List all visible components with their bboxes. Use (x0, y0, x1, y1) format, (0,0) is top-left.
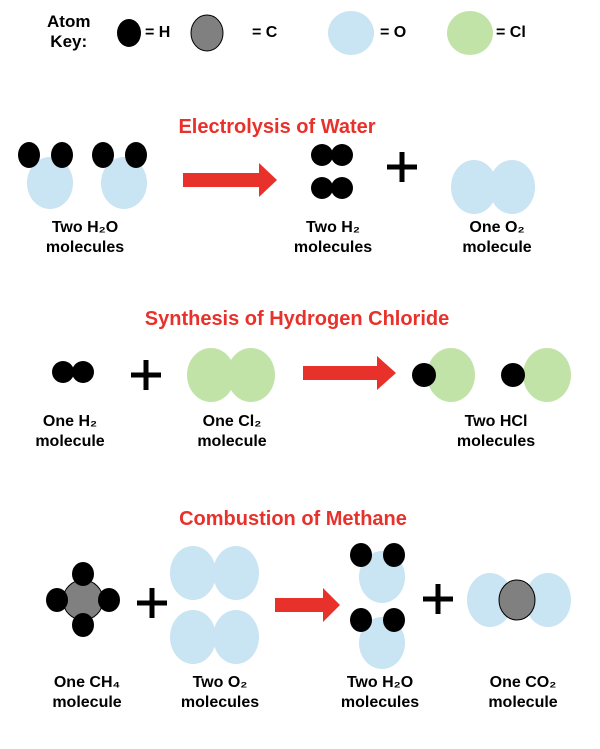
reaction-title: Electrolysis of Water (178, 116, 376, 138)
label-line: One Cl₂ (202, 413, 262, 430)
label-line: molecules (180, 694, 260, 711)
molecule-label: One CH₄ molecule (52, 673, 121, 713)
water-molecule-icon (350, 608, 405, 669)
key-chlorine-atom-icon (447, 11, 493, 55)
reaction-arrow-icon (183, 163, 277, 197)
label-line: molecule (488, 694, 558, 711)
reaction-title: Combustion of Methane (179, 508, 407, 530)
molecule-label: Two O₂ molecules (181, 673, 259, 713)
label-line: Two HCl (464, 413, 528, 430)
label-line: molecule (35, 433, 105, 450)
label-line: molecule (52, 694, 122, 711)
plus-icon (387, 152, 417, 182)
label-line: One CO₂ (489, 674, 557, 691)
atom-key-title: Atom Key: (47, 12, 90, 52)
hydrogen-molecule-icon (311, 144, 353, 166)
water-molecule-icon (92, 142, 147, 209)
key-title-line: Atom (47, 12, 91, 31)
key-label-carbon: = C (252, 24, 278, 41)
oxygen-molecule-icon (451, 160, 535, 214)
molecule-label: Two H₂O molecules (46, 218, 124, 258)
key-label-oxygen: = O (380, 24, 407, 41)
chlorine-molecule-icon (187, 348, 275, 402)
label-line: molecules (340, 694, 420, 711)
molecule-label: Two HCl molecules (457, 412, 535, 452)
key-hydrogen-atom-icon (117, 19, 141, 47)
methane-molecule-icon (46, 562, 120, 637)
carbon-dioxide-molecule-icon (467, 573, 571, 627)
hydrogen-molecule-icon (52, 361, 94, 383)
label-line: Two H₂O (346, 674, 414, 691)
label-line: One CH₄ (53, 674, 121, 691)
molecule-label: One O₂ molecule (462, 218, 531, 258)
molecule-label: Two H₂ molecules (294, 218, 372, 258)
key-carbon-atom-icon (190, 14, 224, 52)
label-line: molecule (462, 239, 532, 256)
plus-icon (137, 588, 167, 618)
reaction-arrow-icon (275, 588, 340, 622)
label-line: One O₂ (469, 219, 525, 236)
oxygen-molecule-icon (170, 610, 259, 664)
water-molecule-icon (18, 142, 73, 209)
hydrogen-chloride-molecule-icon (412, 348, 475, 402)
hydrogen-chloride-molecule-icon (501, 348, 571, 402)
label-line: molecules (456, 433, 536, 450)
label-line: Two H₂O (51, 219, 119, 236)
label-line: Two O₂ (192, 674, 248, 691)
key-oxygen-atom-icon (328, 11, 374, 55)
water-molecule-icon (350, 543, 405, 603)
label-line: molecules (293, 239, 373, 256)
reaction-arrow-icon (303, 356, 396, 390)
label-line: One H₂ (42, 413, 98, 430)
key-label-hydrogen: = H (145, 24, 171, 41)
molecule-label: One Cl₂ molecule (197, 412, 266, 452)
reaction-title: Synthesis of Hydrogen Chloride (144, 308, 450, 330)
label-line: molecules (45, 239, 125, 256)
label-line: Two H₂ (306, 219, 360, 236)
molecule-label: One H₂ molecule (35, 412, 104, 452)
oxygen-molecule-icon (170, 546, 259, 600)
label-line: molecule (197, 433, 267, 450)
plus-icon (423, 584, 453, 614)
key-title-line: Key: (50, 32, 88, 51)
key-label-chlorine: = Cl (496, 24, 526, 41)
hydrogen-molecule-icon (311, 177, 353, 199)
molecule-label: Two H₂O molecules (341, 673, 419, 713)
molecule-label: One CO₂ molecule (488, 673, 557, 713)
plus-icon (131, 360, 161, 390)
